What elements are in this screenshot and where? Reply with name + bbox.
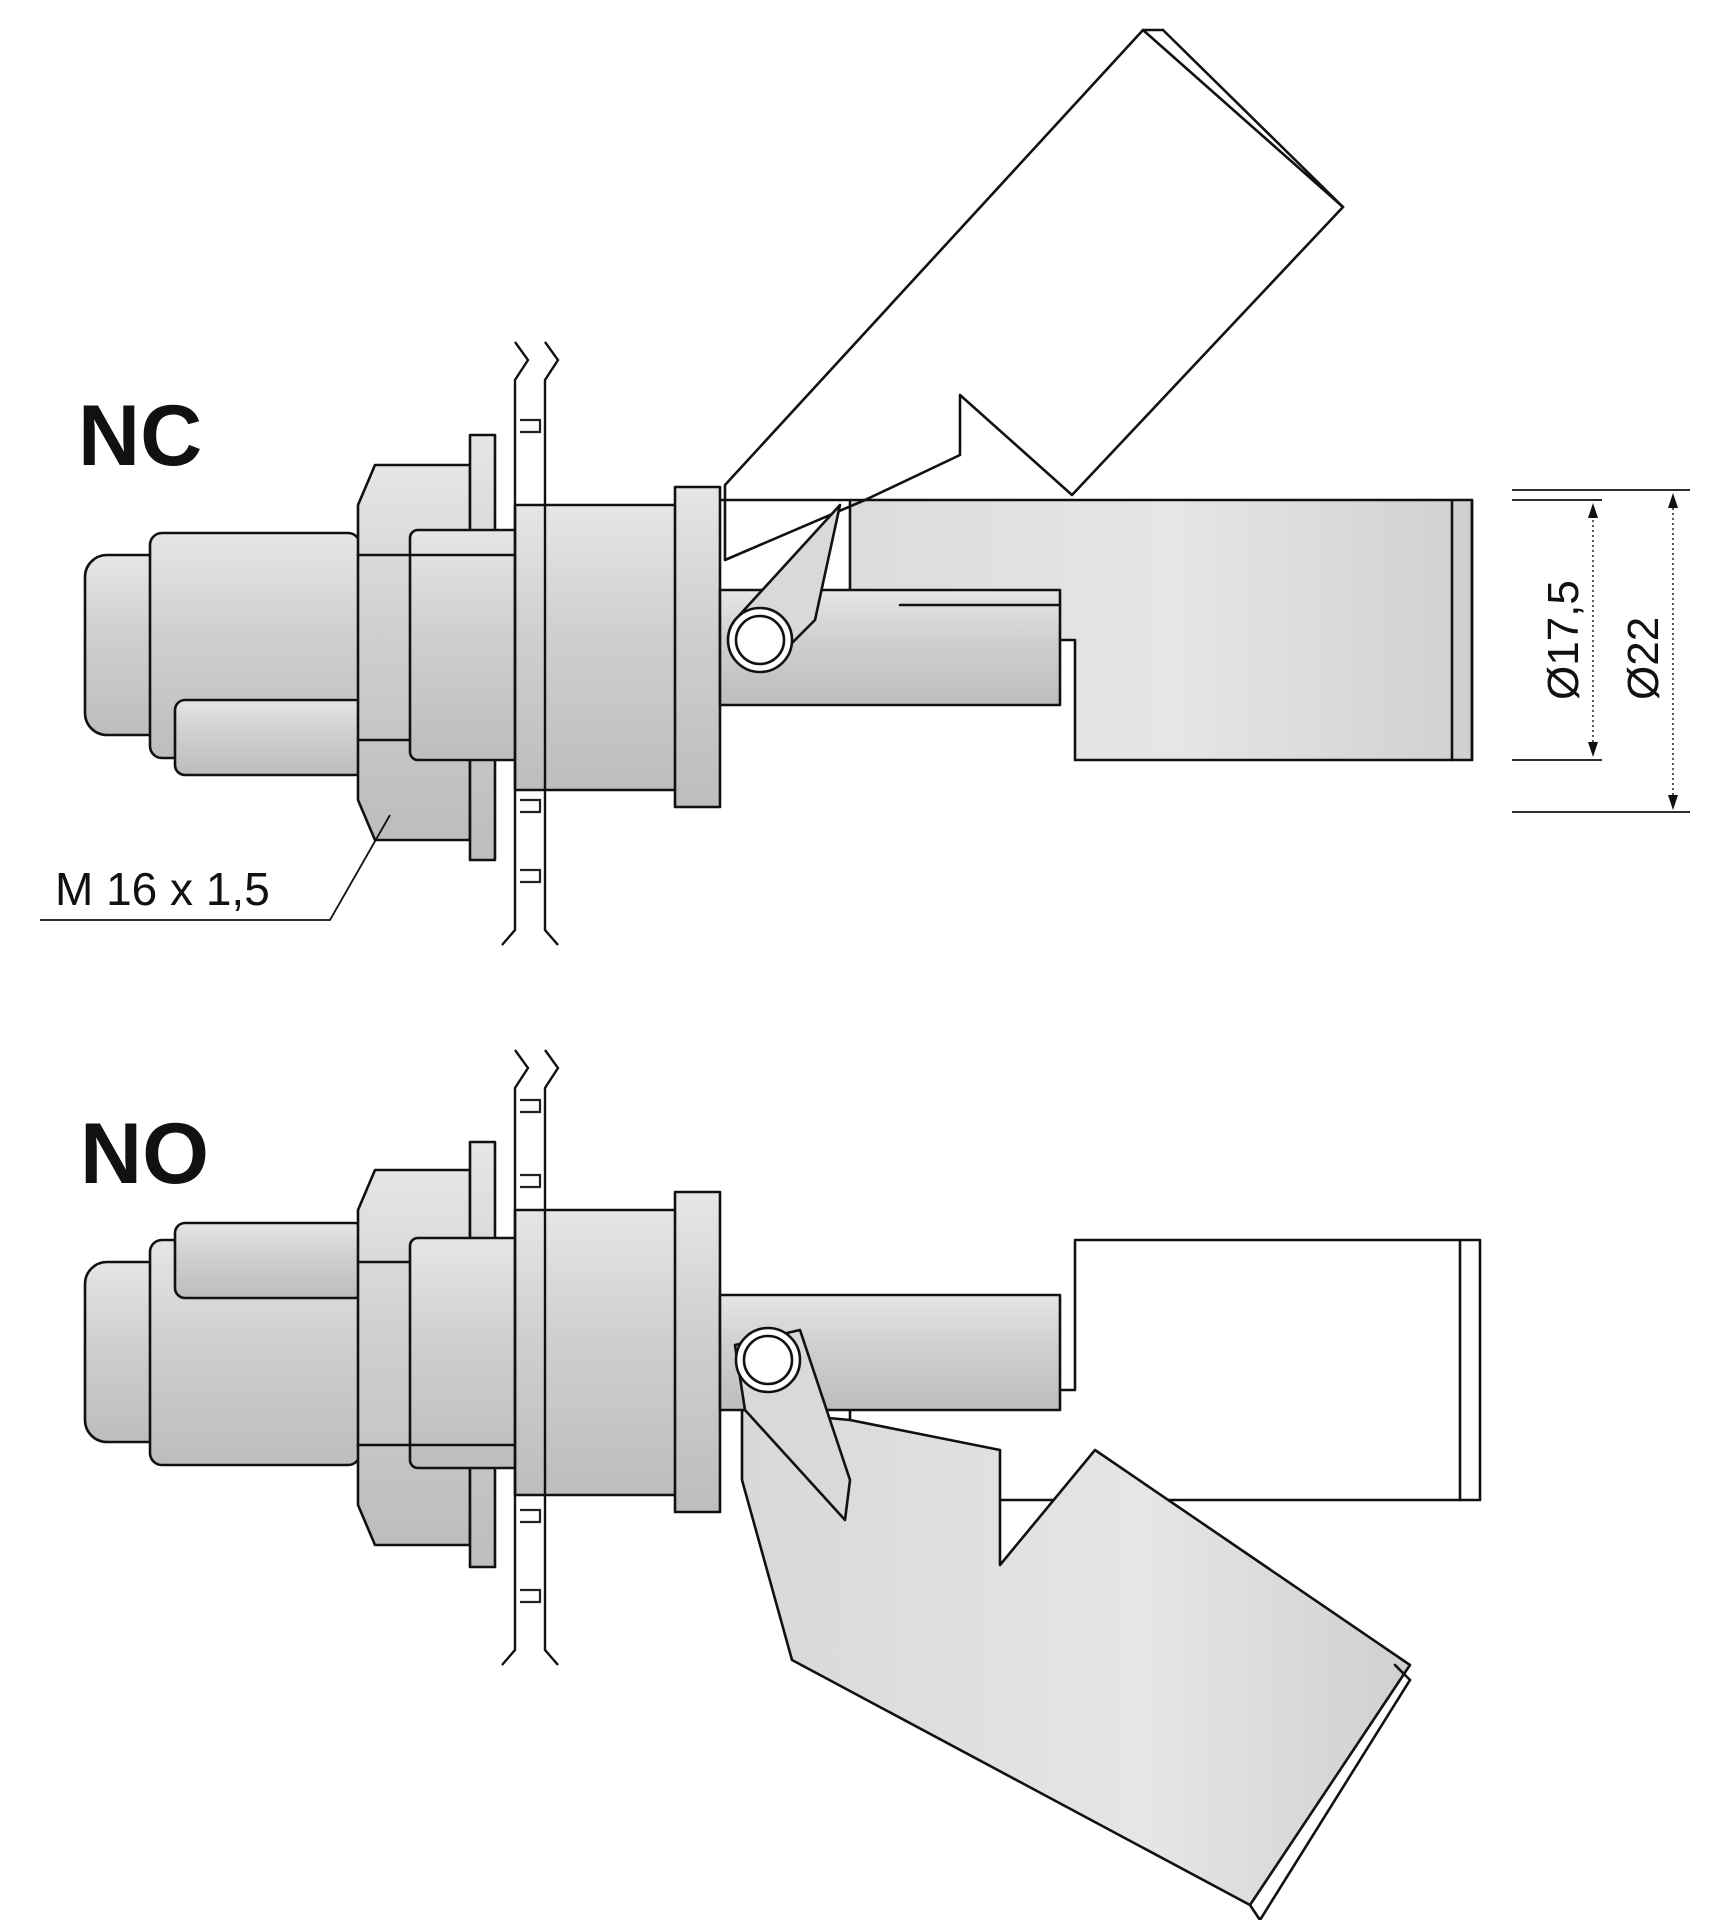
dim-outer-label: Ø22 (1619, 617, 1668, 700)
nc-lever-arm-up (723, 28, 1345, 562)
no-pivot (733, 1326, 852, 1522)
no-assembly: NO (80, 1049, 1482, 1920)
nc-assembly: NC (40, 28, 1690, 946)
nc-pivot (726, 503, 842, 674)
nc-threaded-body (83, 433, 1062, 862)
nc-float (720, 498, 1474, 762)
thread-label: M 16 x 1,5 (55, 863, 270, 915)
dim-inner-label: Ø17,5 (1539, 580, 1588, 700)
no-tank-wall (501, 1049, 560, 1666)
nc-tank-wall (501, 341, 560, 946)
nc-dimensions: Ø17,5 Ø22 (1512, 489, 1690, 813)
no-lever-arm-down (740, 1408, 1412, 1920)
no-label: NO (80, 1106, 209, 1202)
nc-thread-callout: M 16 x 1,5 (40, 814, 391, 921)
nc-label: NC (78, 388, 202, 484)
